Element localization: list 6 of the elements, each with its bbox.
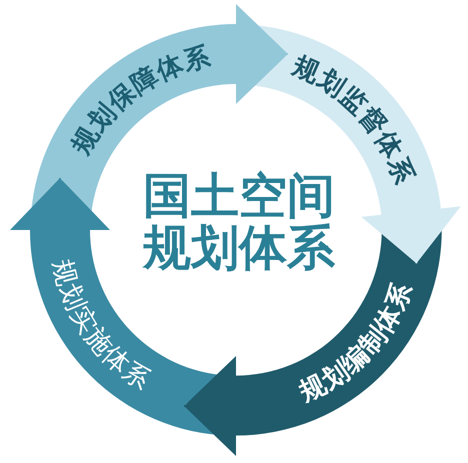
- band-label: 规划编制体系: [295, 278, 420, 408]
- band-label: 规划保障体系: [66, 42, 214, 160]
- arrow: [361, 206, 461, 264]
- arrow: [236, 4, 288, 104]
- arrow: [184, 356, 236, 456]
- arrow: [10, 178, 110, 230]
